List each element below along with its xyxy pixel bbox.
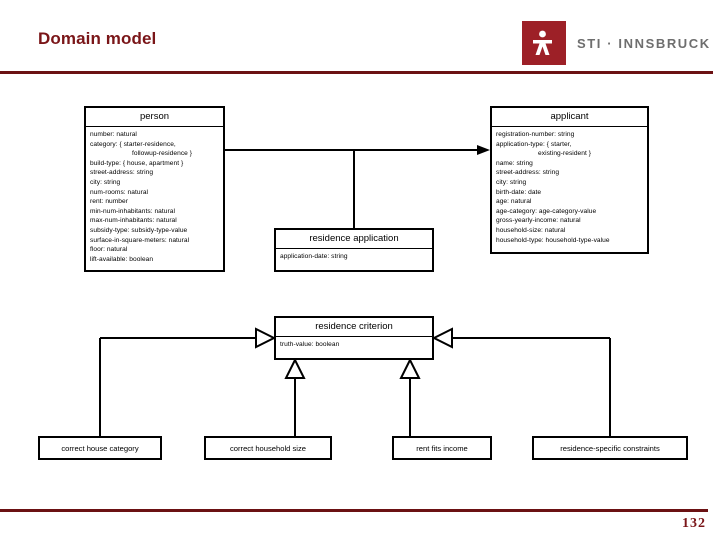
uml-attribute: build-type: { house, apartment }	[90, 159, 184, 167]
uml-attribute: street-address: string	[90, 169, 154, 177]
uml-attribute: min-num-inhabitants: natural	[90, 207, 175, 215]
uml-attribute: name: string	[496, 159, 533, 167]
uml-attribute-list: number: natural category: { starter-resi…	[86, 127, 223, 268]
uml-attribute: household-type: household-type-value	[496, 236, 610, 244]
uml-class-name: residence criterion	[276, 318, 432, 337]
page-title: Domain model	[38, 29, 157, 48]
uml-attribute: city: string	[90, 178, 121, 186]
uml-class-residence-criterion[interactable]: residence criterion truth-value: boolean	[274, 316, 434, 360]
uml-attribute: lift-available: boolean	[90, 255, 154, 263]
uml-attribute: street-address: string	[496, 169, 560, 177]
uml-attribute: num-rooms: natural	[90, 188, 149, 196]
uml-attribute-list: registration-number: string application-…	[492, 127, 647, 249]
uml-attribute: surface-in-square-meters: natural	[90, 236, 190, 244]
uml-attribute: category: { starter-residence,	[90, 140, 176, 148]
uml-attribute: gross-yearly-income: natural	[496, 217, 581, 225]
uml-attribute: application-type: { starter,	[496, 140, 572, 148]
uml-attribute-list: truth-value: boolean	[276, 337, 432, 354]
uml-attribute: birth-date: date	[496, 188, 542, 196]
uml-class-name: person	[86, 108, 223, 127]
uml-attribute: application-date: string	[280, 253, 348, 260]
uml-attribute: followup-residence }	[132, 150, 193, 158]
uml-attribute: floor: natural	[90, 246, 128, 254]
header-divider	[0, 71, 713, 74]
uml-attribute: rent: number	[90, 198, 128, 206]
sti-innsbruck-logo: STI · INNSBRUCK	[522, 20, 709, 66]
uml-attribute: existing-resident }	[538, 150, 591, 158]
uml-class-name: applicant	[492, 108, 647, 127]
footer-divider	[0, 509, 708, 512]
uml-class-correct-house-category[interactable]: correct house category	[38, 436, 162, 460]
uml-attribute-list: application-date: string	[276, 249, 432, 266]
uml-attribute: household-size: natural	[496, 226, 566, 234]
uml-class-residence-specific-constraints[interactable]: residence-specific constraints	[532, 436, 688, 460]
uml-attribute: age-category: age-category-value	[496, 207, 597, 215]
uml-class-person[interactable]: person number: natural category: { start…	[84, 106, 225, 272]
uml-class-rent-fits-income[interactable]: rent fits income	[392, 436, 492, 460]
logo-wordmark: STI · INNSBRUCK	[577, 35, 711, 51]
uml-class-residence-application[interactable]: residence application application-date: …	[274, 228, 434, 272]
uml-class-correct-household-size[interactable]: correct household size	[204, 436, 332, 460]
uml-class-applicant[interactable]: applicant registration-number: string ap…	[490, 106, 649, 254]
uml-attribute: max-num-inhabitants: natural	[90, 217, 177, 225]
uml-attribute: subsidy-type: subsidy-type-value	[90, 226, 188, 234]
sti-figure-logo-icon	[522, 21, 566, 65]
page-number: 132	[682, 516, 706, 531]
uml-attribute: number: natural	[90, 131, 137, 138]
uml-class-name: residence application	[276, 230, 432, 249]
uml-attribute: age: natural	[496, 198, 532, 206]
uml-attribute: registration-number: string	[496, 131, 575, 138]
uml-attribute: city: string	[496, 178, 527, 186]
uml-attribute: truth-value: boolean	[280, 341, 340, 348]
